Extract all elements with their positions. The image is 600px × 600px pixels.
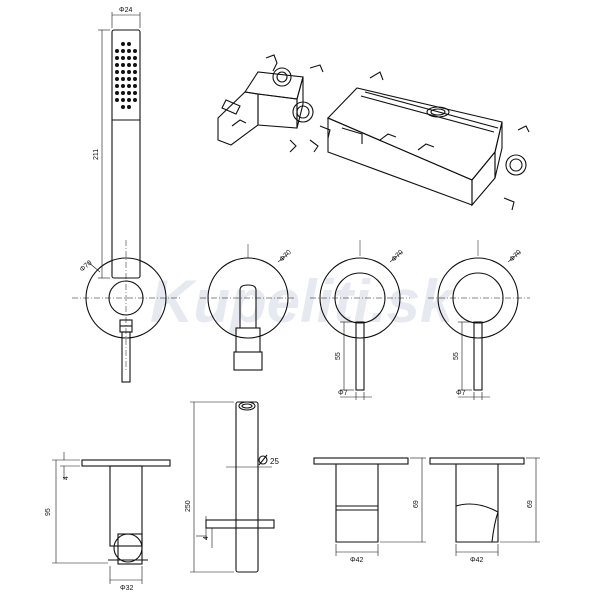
dim-side-4-diameter: Φ42 [470, 557, 483, 564]
nozzle-dot [127, 84, 131, 88]
dim-plate-4-diameter: Φ70 [508, 249, 522, 263]
dim-shower-head-diameter: Φ24 [119, 7, 132, 14]
dim-plate-3-diameter: Φ70 [390, 249, 404, 263]
nozzle-dot [115, 91, 119, 95]
nozzle-dot [127, 70, 131, 74]
nozzle-dot [115, 63, 119, 67]
small-mounting-box [217, 54, 331, 153]
dim-plate-2-diameter: Φ70 [278, 249, 292, 263]
front-view-spout [200, 244, 296, 371]
dim-spout-diameter: 25 [270, 457, 279, 466]
nozzle-dot [115, 56, 119, 60]
nozzle-dot [127, 105, 131, 109]
side-view-spout [190, 401, 275, 573]
large-mounting-box [309, 71, 530, 211]
nozzle-dot [121, 63, 125, 67]
nozzle-dot [115, 49, 119, 53]
nozzle-dot [127, 98, 131, 102]
dim-side-1-offset: 4 [63, 476, 70, 480]
shower-nozzles [115, 42, 137, 109]
nozzle-dot [133, 84, 137, 88]
nozzle-dot [133, 91, 137, 95]
nozzle-dot [133, 49, 137, 53]
nozzle-dot [121, 84, 125, 88]
nozzle-dot [121, 98, 125, 102]
nozzle-dot [121, 105, 125, 109]
nozzle-dot [127, 42, 131, 46]
front-view-mixer-lever-1 [310, 240, 410, 400]
nozzle-dot [133, 77, 137, 81]
dim-lever-3-height: 55 [335, 352, 342, 360]
dim-side-1-height: 95 [45, 508, 52, 516]
side-view-mixer-2 [429, 457, 540, 556]
nozzle-dot [127, 77, 131, 81]
dim-side-3-height: 69 [413, 500, 420, 508]
front-view-shower-holder [72, 257, 180, 383]
nozzle-dot [127, 91, 131, 95]
nozzle-dot [127, 49, 131, 53]
dim-shower-head-length: 211 [93, 149, 100, 160]
front-view-mixer-lever-2 [428, 240, 530, 400]
nozzle-dot [115, 98, 119, 102]
watermark: Kupeliti.sk [150, 268, 456, 335]
nozzle-dot [121, 91, 125, 95]
nozzle-dot [115, 84, 119, 88]
nozzle-dot [121, 70, 125, 74]
nozzle-dot [121, 42, 125, 46]
nozzle-dot [121, 56, 125, 60]
nozzle-dot [133, 70, 137, 74]
side-view-mixer-1 [313, 457, 426, 556]
nozzle-dot [115, 70, 119, 74]
nozzle-dot [115, 77, 119, 81]
dim-plate-1-diameter: Φ70 [79, 260, 94, 274]
hand-shower-drawing [98, 12, 141, 372]
nozzle-dot [127, 63, 131, 67]
dim-lever-4-diameter: Φ7 [456, 390, 466, 397]
dim-side-3-diameter: Φ42 [350, 557, 363, 564]
dim-side-4-height: 69 [527, 500, 534, 508]
nozzle-dot [133, 63, 137, 67]
dim-lever-3-diameter: Φ7 [338, 390, 348, 397]
dim-spout-length: 250 [185, 500, 192, 512]
side-view-shower-holder [52, 452, 171, 584]
nozzle-dot [121, 49, 125, 53]
nozzle-dot [133, 98, 137, 102]
nozzle-dot [127, 56, 131, 60]
nozzle-dot [133, 56, 137, 60]
dim-spout-offset: 4 [203, 536, 210, 540]
nozzle-dot [121, 77, 125, 81]
dim-side-1-diameter: Φ32 [120, 585, 133, 592]
dim-lever-4-height: 55 [453, 352, 460, 360]
dimension-labels: Φ24 211 Φ70 Φ70 Φ70 Φ70 55 Φ7 55 Φ7 4 95… [45, 7, 534, 592]
